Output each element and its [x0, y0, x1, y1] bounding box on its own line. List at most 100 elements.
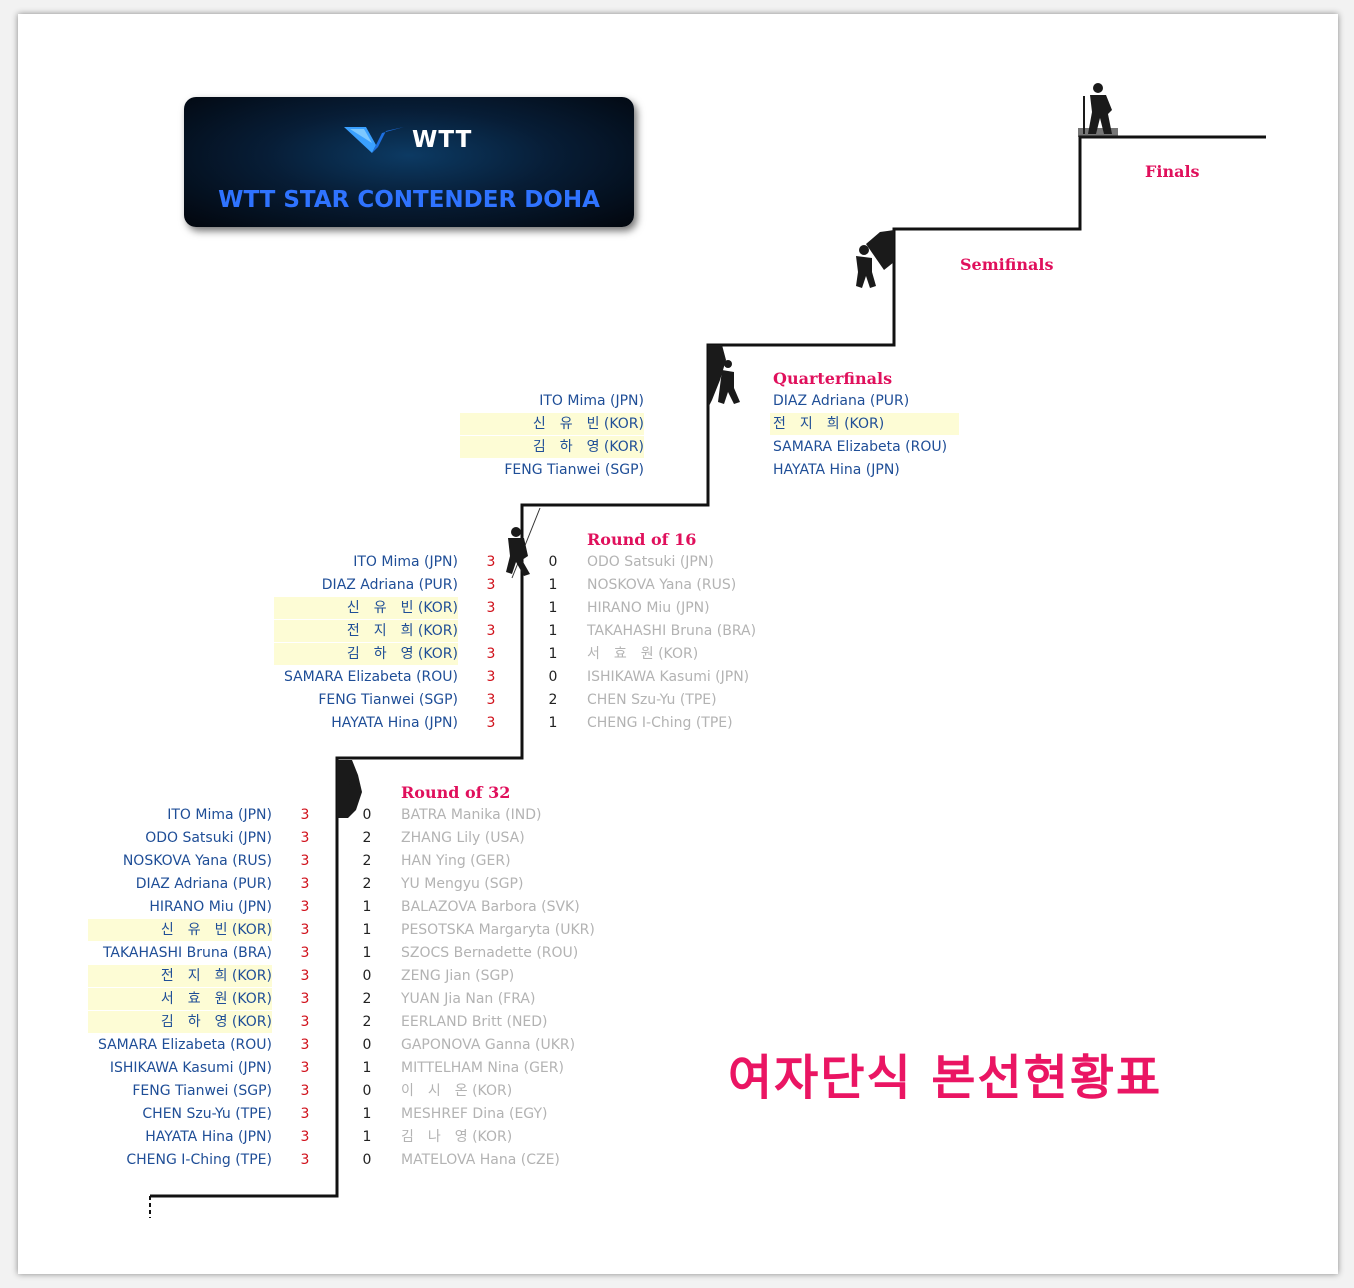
qf-right-player: SAMARA Elizabeta (ROU) [773, 439, 948, 455]
loser-name: MESHREF Dina (EGY) [401, 1106, 548, 1122]
loser-name: BATRA Manika (IND) [401, 807, 542, 823]
winner-name: 전 지 희 (KOR) [88, 965, 272, 987]
qf-left-player: 김 하 영 (KOR) [460, 436, 644, 458]
winner-name: 김 하 영 (KOR) [274, 643, 458, 665]
winner-score: 3 [486, 554, 496, 570]
winner-name: ODO Satsuki (JPN) [145, 830, 272, 846]
loser-score: 2 [362, 830, 372, 846]
loser-name: ZENG Jian (SGP) [401, 968, 515, 984]
qf-right-player: DIAZ Adriana (PUR) [773, 393, 910, 409]
loser-score: 1 [362, 1106, 372, 1122]
round-of-16-title: Round of 16 [587, 530, 697, 549]
loser-name: HAN Ying (GER) [401, 853, 511, 869]
winner-score: 3 [300, 968, 310, 984]
winner-score: 3 [300, 945, 310, 961]
winner-score: 3 [300, 853, 310, 869]
loser-name: MITTELHAM Nina (GER) [401, 1060, 564, 1076]
winner-score: 3 [486, 577, 496, 593]
climber-silhouette-icon [708, 345, 740, 408]
loser-name: TAKAHASHI Bruna (BRA) [587, 623, 757, 639]
winner-score: 3 [300, 830, 310, 846]
round-of-32-title: Round of 32 [401, 783, 511, 802]
winner-name: SAMARA Elizabeta (ROU) [97, 1037, 272, 1053]
winner-name: ITO Mima (JPN) [167, 807, 272, 823]
qf-left-player: 신 유 빈 (KOR) [460, 413, 644, 435]
climber-silhouette-icon [337, 760, 362, 818]
winner-name: NOSKOVA Yana (RUS) [122, 853, 272, 869]
loser-score: 0 [548, 669, 558, 685]
winner-name: 김 하 영 (KOR) [88, 1011, 272, 1033]
loser-score: 1 [362, 945, 372, 961]
winner-name: HIRANO Miu (JPN) [149, 899, 272, 915]
qf-right-player: HAYATA Hina (JPN) [773, 462, 900, 478]
loser-score: 0 [548, 554, 558, 570]
finals-title: Finals [1145, 162, 1200, 181]
winner-name: HAYATA Hina (JPN) [145, 1129, 272, 1145]
winner-score: 3 [300, 1060, 310, 1076]
climber-silhouette-icon [1078, 83, 1118, 137]
loser-name: YUAN Jia Nan (FRA) [401, 991, 536, 1007]
quarterfinals-title: Quarterfinals [773, 369, 893, 388]
loser-name: CHEN Szu-Yu (TPE) [587, 692, 717, 708]
winner-score: 3 [486, 600, 496, 616]
winner-name: CHENG I-Ching (TPE) [126, 1152, 272, 1168]
winner-name: 신 유 빈 (KOR) [88, 919, 272, 941]
loser-score: 0 [362, 807, 372, 823]
winner-name: ITO Mima (JPN) [353, 554, 458, 570]
loser-score: 2 [362, 991, 372, 1007]
loser-score: 1 [362, 1060, 372, 1076]
winner-score: 3 [486, 623, 496, 639]
winner-score: 3 [300, 991, 310, 1007]
winner-score: 3 [300, 876, 310, 892]
loser-name: ISHIKAWA Kasumi (JPN) [587, 669, 750, 685]
winner-score: 3 [300, 1037, 310, 1053]
event-banner: WTT WTT STAR CONTENDER DOHA [184, 97, 634, 227]
winner-name: FENG Tianwei (SGP) [318, 692, 458, 708]
loser-score: 1 [362, 899, 372, 915]
loser-score: 2 [362, 853, 372, 869]
winner-name: DIAZ Adriana (PUR) [135, 876, 272, 892]
loser-score: 1 [362, 1129, 372, 1145]
loser-name: PESOTSKA Margaryta (UKR) [401, 922, 595, 938]
loser-score: 0 [362, 1083, 372, 1099]
loser-name: MATELOVA Hana (CZE) [401, 1152, 560, 1168]
loser-score: 1 [548, 623, 558, 639]
climber-silhouette-icon [856, 230, 894, 288]
loser-name: ZHANG Lily (USA) [401, 830, 525, 846]
winner-score: 3 [486, 669, 496, 685]
loser-score: 1 [548, 715, 558, 731]
loser-name: ODO Satsuki (JPN) [587, 554, 714, 570]
winner-name: FENG Tianwei (SGP) [132, 1083, 272, 1099]
event-title: WTT STAR CONTENDER DOHA [218, 187, 600, 213]
semifinals-title: Semifinals [960, 255, 1054, 274]
winner-score: 3 [300, 1083, 310, 1099]
loser-name: 이 시 온 (KOR) [401, 1083, 513, 1099]
winner-score: 3 [300, 1152, 310, 1168]
loser-score: 1 [548, 600, 558, 616]
loser-name: NOSKOVA Yana (RUS) [587, 577, 737, 593]
wtt-logo-text: WTT [412, 127, 473, 153]
loser-score: 2 [548, 692, 558, 708]
climber-silhouette-icon [506, 507, 541, 579]
loser-score: 1 [362, 922, 372, 938]
winner-name: TAKAHASHI Bruna (BRA) [102, 945, 272, 961]
winner-score: 3 [486, 646, 496, 662]
loser-score: 1 [548, 577, 558, 593]
winner-score: 3 [300, 1014, 310, 1030]
loser-name: YU Mengyu (SGP) [401, 876, 524, 892]
loser-score: 1 [548, 646, 558, 662]
loser-score: 2 [362, 1014, 372, 1030]
winner-score: 3 [300, 807, 310, 823]
winner-name: HAYATA Hina (JPN) [331, 715, 458, 731]
loser-score: 0 [362, 968, 372, 984]
winner-score: 3 [486, 715, 496, 731]
loser-name: 서 효 원 (KOR) [587, 646, 699, 662]
loser-score: 2 [362, 876, 372, 892]
staircase-line [150, 135, 1266, 1198]
loser-name: CHENG I-Ching (TPE) [587, 715, 733, 731]
loser-name: BALAZOVA Barbora (SVK) [401, 899, 580, 915]
winner-name: SAMARA Elizabeta (ROU) [283, 669, 458, 685]
loser-name: HIRANO Miu (JPN) [587, 600, 710, 616]
loser-name: 김 나 영 (KOR) [401, 1129, 513, 1145]
